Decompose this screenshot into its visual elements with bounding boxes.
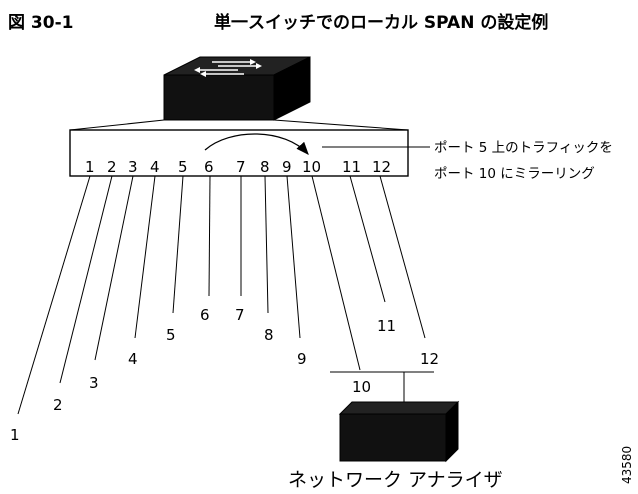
cable-line [172,175,184,314]
cable-group [17,175,426,415]
mirror-arrow [204,133,309,155]
cable-label: 4 [128,350,138,368]
port-label: 6 [204,158,214,176]
analyzer-tap [330,371,434,402]
figure-id: 43580 [620,446,634,484]
annotation-line1: ポート 5 上のトラフィックを [434,140,613,156]
cable-label: 10 [352,378,371,396]
analyzer-icon [338,400,460,463]
port-label: 5 [178,158,188,176]
port-label: 8 [260,158,270,176]
cable-label: 1 [10,426,20,444]
figure-title: 単一スイッチでのローカル SPAN の設定例 [214,13,549,33]
port-label: 12 [372,158,391,176]
cable-line [208,175,211,297]
figure-header: 図 30-1 単一スイッチでのローカル SPAN の設定例 [0,0,638,40]
cable-label-group: 1 2 3 4 5 6 7 8 9 10 11 12 [10,306,439,444]
cable-line [286,175,301,339]
cable-line [94,175,134,361]
figure-number: 図 30-1 [8,13,74,33]
cable-line [311,175,361,371]
cable-label: 8 [264,326,274,344]
cable-label: 5 [166,326,176,344]
cable-line [349,175,386,303]
projection-lines [69,119,409,131]
cable-label: 11 [377,317,396,335]
port-label: 7 [236,158,246,176]
switch-icon [163,56,311,121]
port-panel [69,129,409,177]
port-label: 3 [128,158,138,176]
cable-line [17,175,91,415]
annotation-line2: ポート 10 にミラーリング [434,166,595,182]
cable-label: 3 [89,374,99,392]
cable-label: 9 [297,350,307,368]
port-label: 11 [342,158,361,176]
cable-label: 12 [420,350,439,368]
port-label-group: 1 2 3 4 5 6 7 8 9 10 11 12 [85,158,391,176]
port-label: 2 [107,158,117,176]
cable-label: 2 [53,396,63,414]
port-label: 4 [150,158,160,176]
port-label: 9 [282,158,292,176]
cable-label: 6 [200,306,210,324]
cable-line [379,175,426,339]
port-label: 10 [302,158,321,176]
cable-label: 7 [235,306,245,324]
cable-line [59,175,113,384]
cable-line [134,175,156,339]
analyzer-label: ネットワーク アナライザ [288,469,503,491]
cable-line [264,175,269,314]
port-label: 1 [85,158,95,176]
